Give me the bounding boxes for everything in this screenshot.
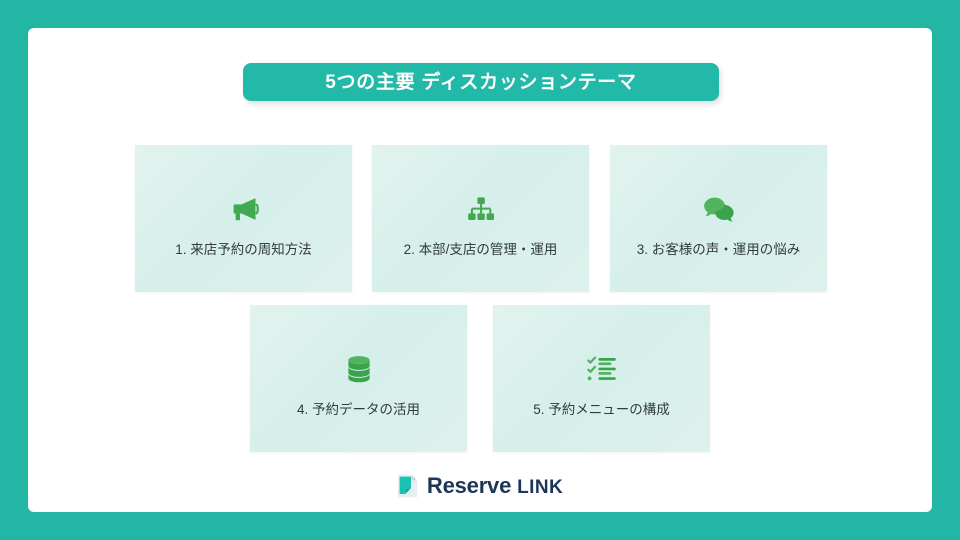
topic-card-2: 2. 本部/支店の管理・運用 — [372, 145, 589, 292]
logo-wordmark: Reserve LINK — [426, 473, 564, 498]
topic-card-1: 1. 来店予約の周知方法 — [135, 145, 352, 292]
page-title: 5つの主要 ディスカッションテーマ — [325, 71, 637, 93]
sitemap-icon — [467, 189, 495, 229]
logo-primary-text: Reserve — [426, 473, 512, 498]
topic-card-label: 4. 予約データの活用 — [296, 402, 420, 417]
comments-icon — [703, 189, 735, 229]
checklist-icon — [586, 349, 617, 389]
topic-card-label: 2. 本部/支店の管理・運用 — [403, 242, 558, 257]
topic-card-label: 3. お客様の声・運用の悩み — [636, 242, 801, 257]
logo-secondary-text: LINK — [517, 477, 564, 498]
topic-card-5: 5. 予約メニューの構成 — [493, 305, 710, 452]
topic-card-3: 3. お客様の声・運用の悩み — [610, 145, 827, 292]
topic-card-label: 1. 来店予約の周知方法 — [175, 242, 312, 257]
topic-card-label: 5. 予約メニューの構成 — [533, 402, 670, 417]
brand-logo: Reserve LINK — [28, 474, 932, 498]
megaphone-icon — [229, 189, 259, 229]
page-bookmark-icon — [397, 474, 418, 498]
topic-card-4: 4. 予約データの活用 — [250, 305, 467, 452]
slide-title-banner: 5つの主要 ディスカッションテーマ — [243, 63, 719, 101]
database-icon — [346, 349, 372, 389]
slide-canvas: 5つの主要 ディスカッションテーマ 1. 来店予約の周知方法 — [28, 28, 932, 512]
